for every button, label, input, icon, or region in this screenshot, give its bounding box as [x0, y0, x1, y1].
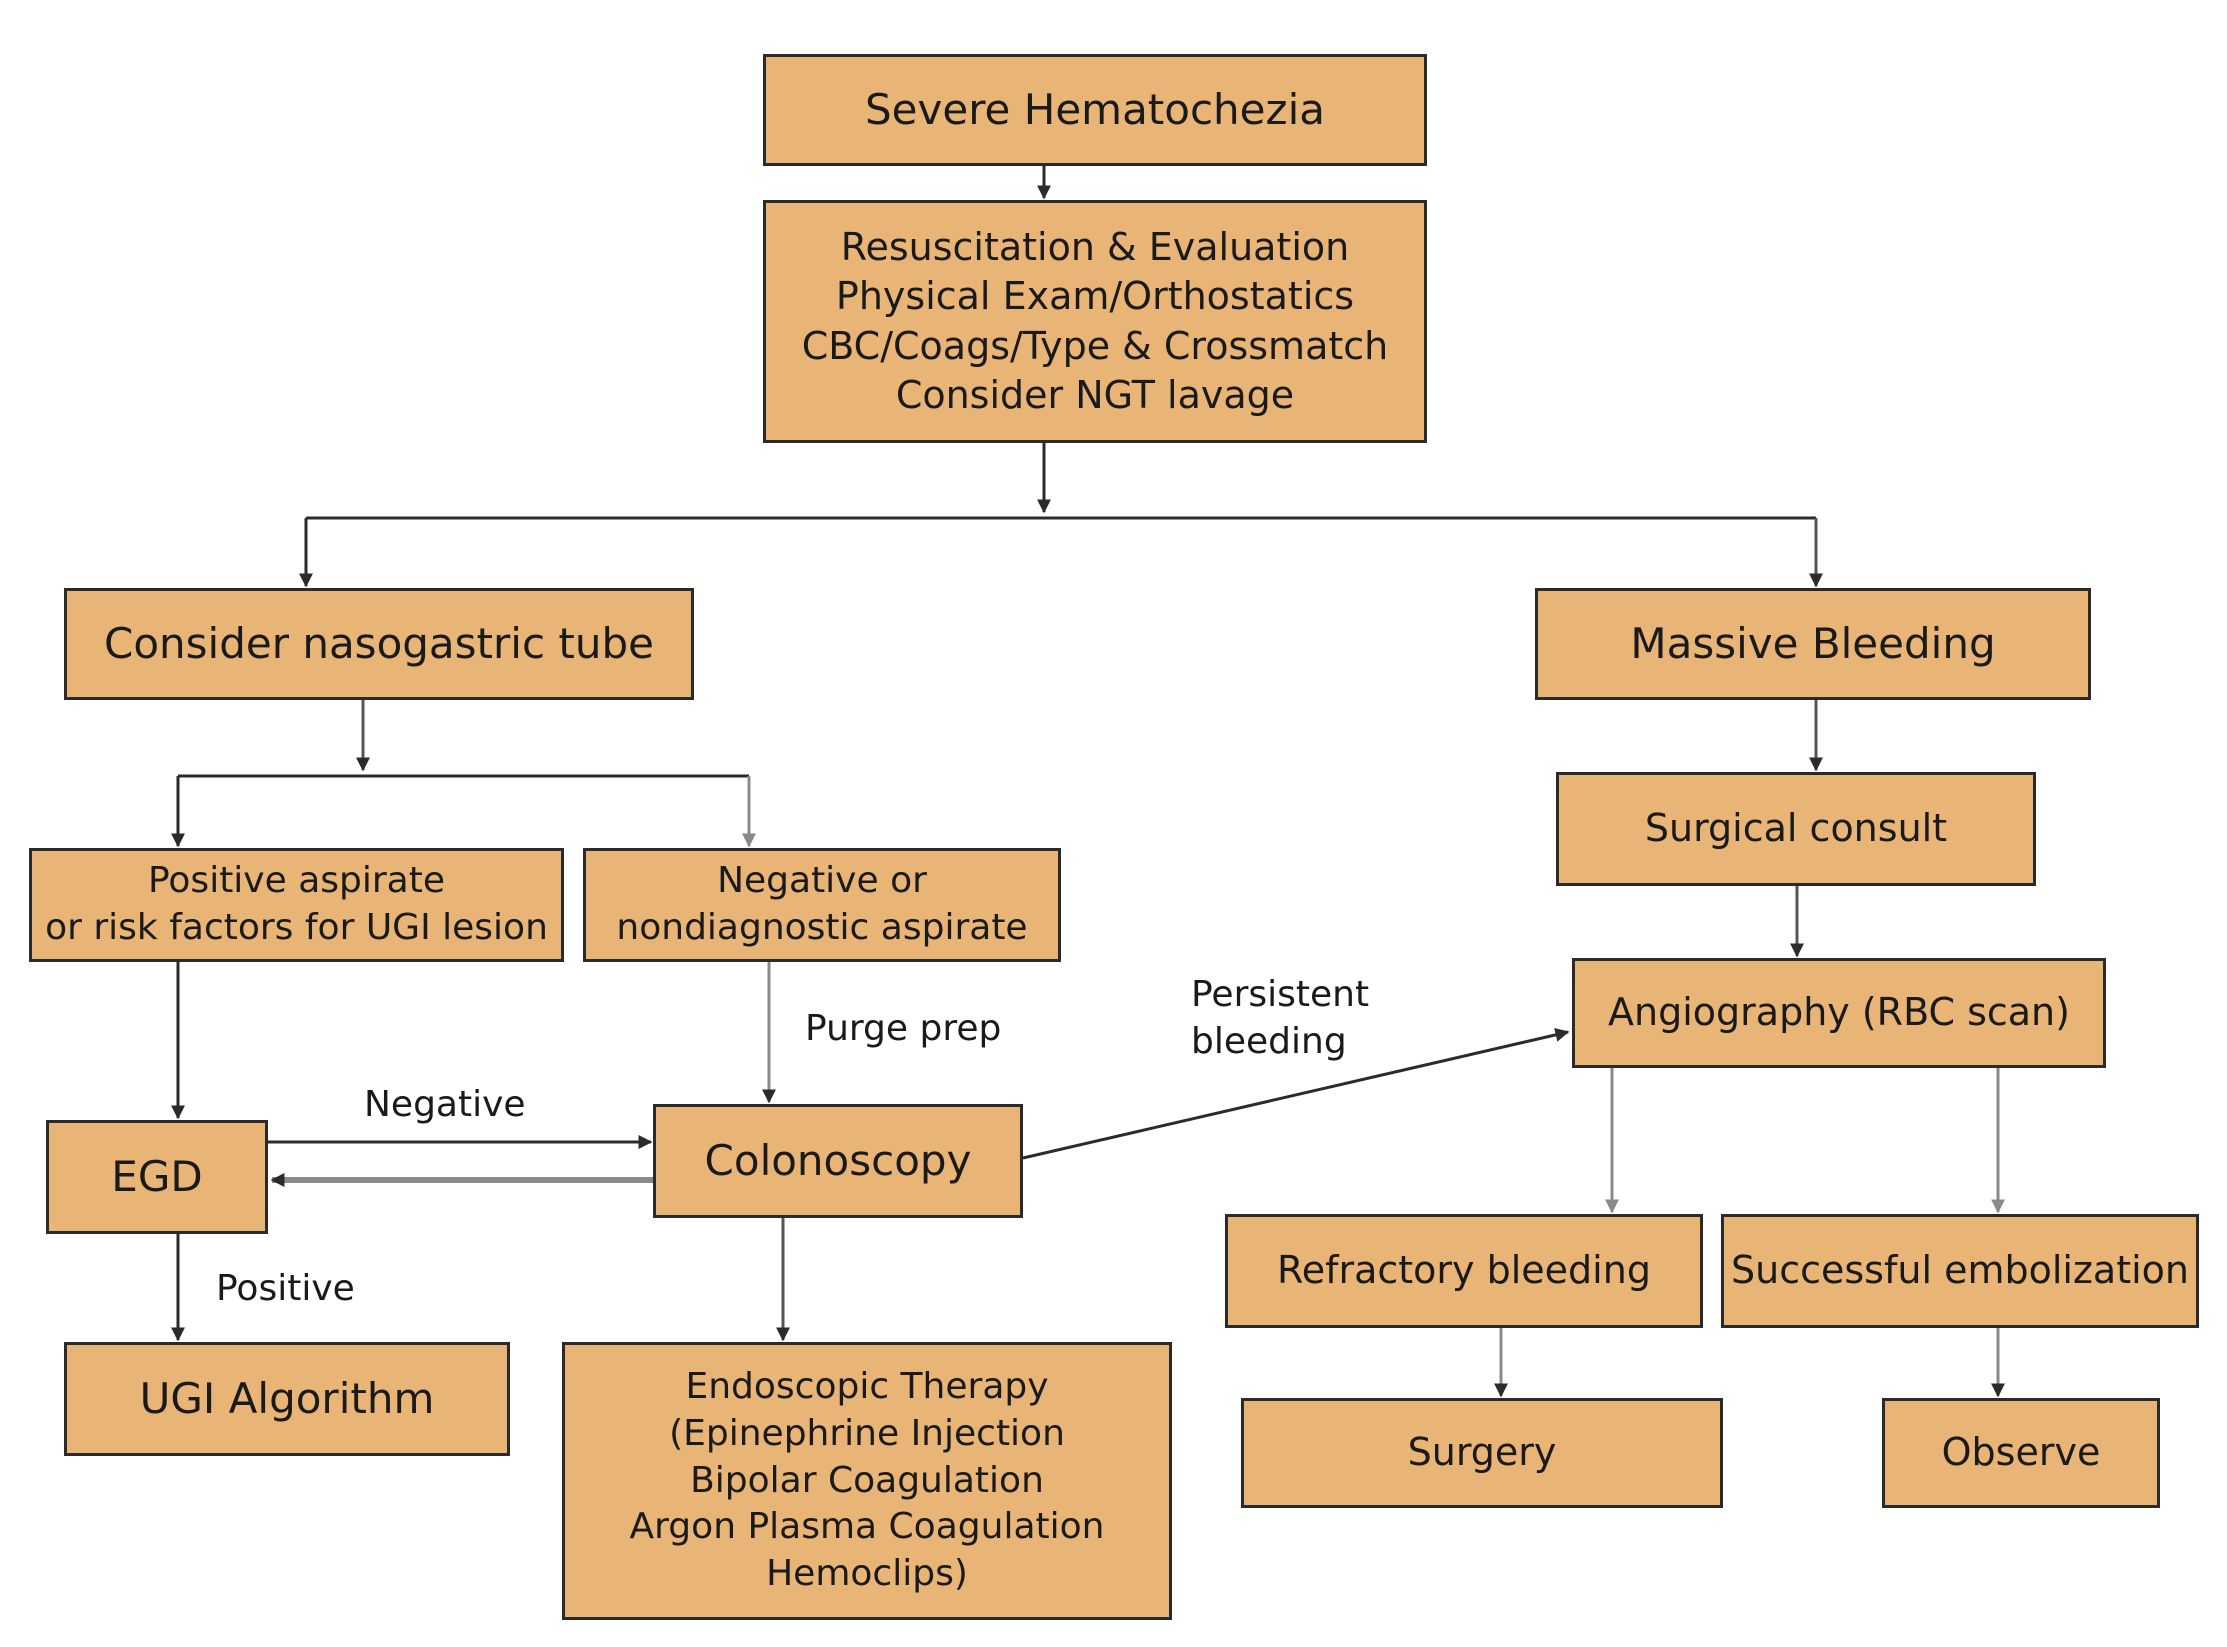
node-severe-hematochezia: Severe Hematochezia [763, 54, 1427, 166]
node-endoscopic-therapy: Endoscopic Therapy (Epinephrine Injectio… [562, 1342, 1172, 1620]
node-positive-aspirate: Positive aspirate or risk factors for UG… [29, 848, 564, 962]
node-massive-bleeding: Massive Bleeding [1535, 588, 2091, 700]
node-ugi-algorithm: UGI Algorithm [64, 1342, 510, 1456]
node-observe: Observe [1882, 1398, 2160, 1508]
node-negative-aspirate: Negative or nondiagnostic aspirate [583, 848, 1061, 962]
node-surgical-consult: Surgical consult [1556, 772, 2036, 886]
node-refractory-bleeding: Refractory bleeding [1225, 1214, 1703, 1328]
node-surgery: Surgery [1241, 1398, 1723, 1508]
node-angiography: Angiography (RBC scan) [1572, 958, 2106, 1068]
node-successful-embolization: Successful embolization [1721, 1214, 2199, 1328]
node-egd: EGD [46, 1120, 268, 1234]
label-negative: Negative [364, 1084, 526, 1125]
label-persistent-bleeding: Persistent bleeding [1191, 974, 1370, 1062]
node-colonoscopy: Colonoscopy [653, 1104, 1023, 1218]
label-purge-prep: Purge prep [805, 1008, 1002, 1049]
node-consider-nasogastric-tube: Consider nasogastric tube [64, 588, 694, 700]
label-positive: Positive [216, 1268, 355, 1309]
node-resuscitation-evaluation: Resuscitation & Evaluation Physical Exam… [763, 200, 1427, 443]
edge-colonoscopy-to-angiography [1022, 1028, 1570, 1160]
